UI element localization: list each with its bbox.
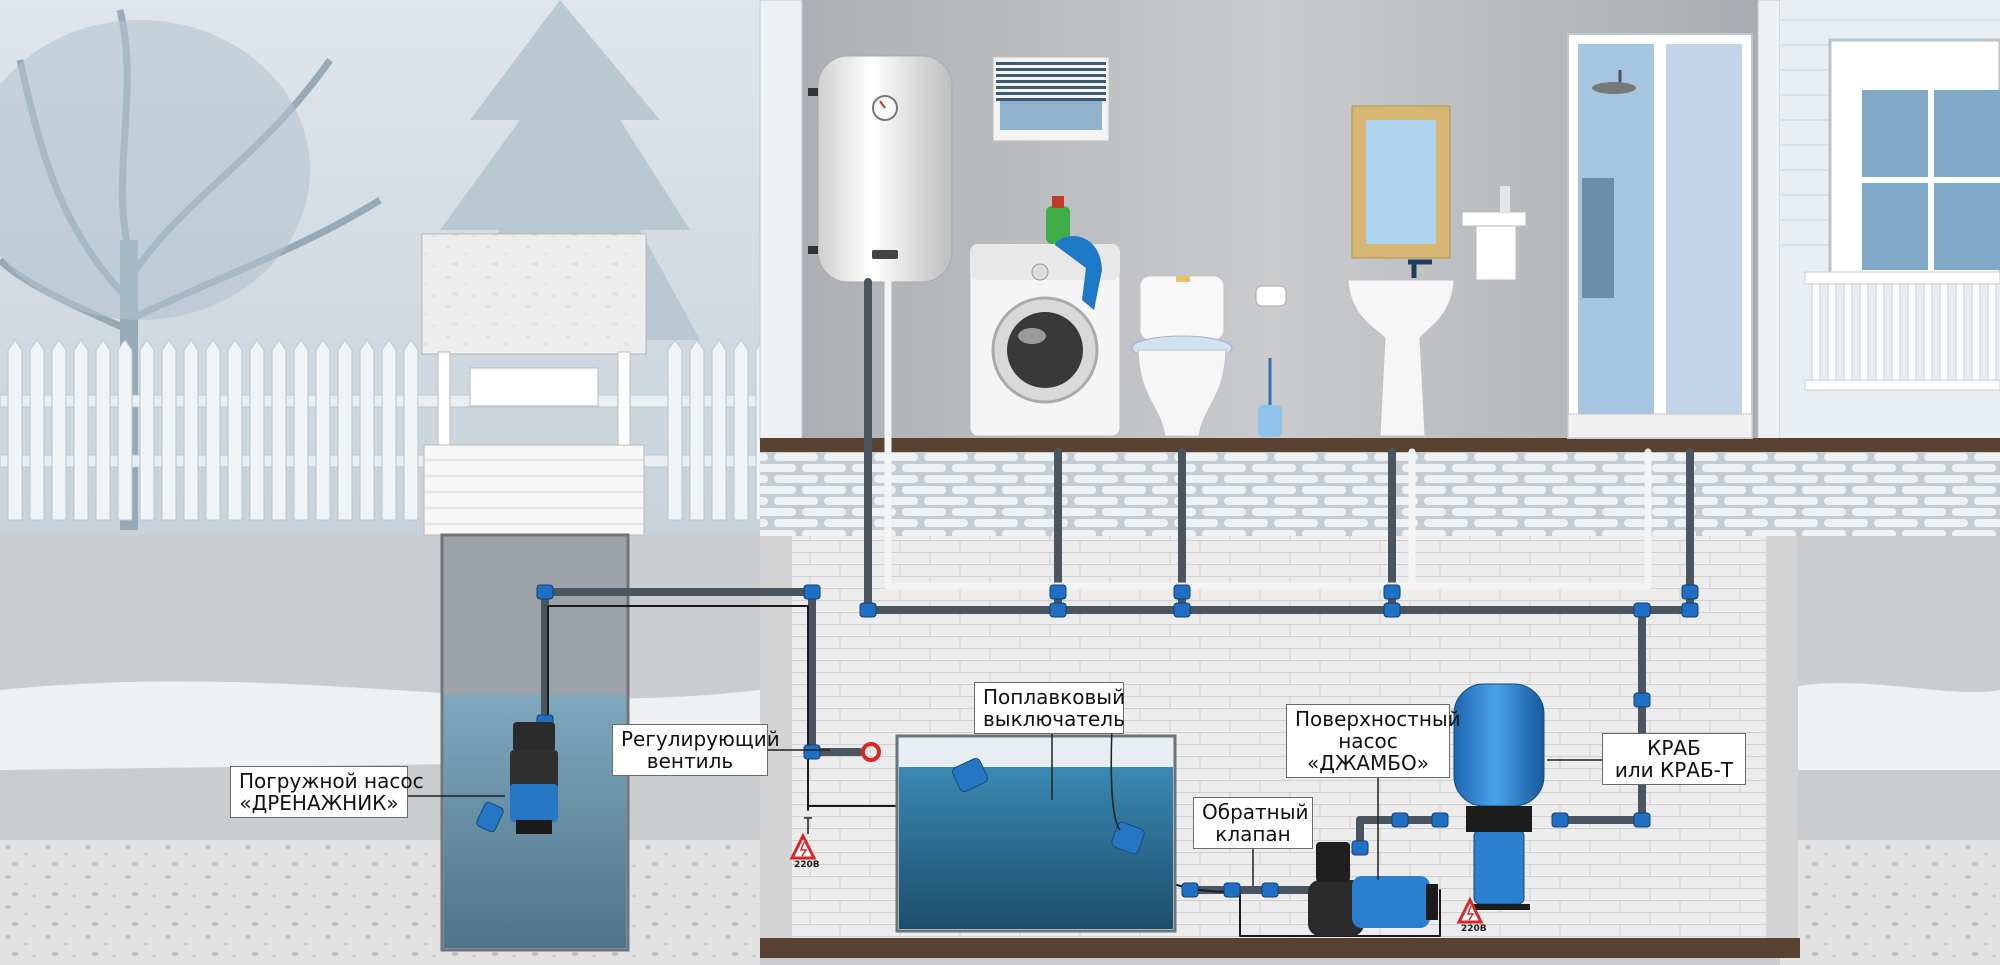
warning-icon [789,817,817,860]
floor-slab [760,438,2000,452]
shower-icon [1567,33,1753,439]
accumulator-tank-icon [1453,683,1545,910]
tank-label: КРАБ или КРАБ-Т [1602,733,1746,785]
water-heater-icon [808,55,953,283]
surface-pump-label: Поверхностный насос «ДЖАМБО» [1286,704,1461,778]
toilet-icon [1131,275,1233,437]
fence-pickets [7,339,771,521]
drain-pump-label: Погружной насос «ДРЕНАЖНИК» [230,766,424,818]
washing-machine-icon [969,196,1121,437]
label-leaders [408,727,1602,886]
drain-pump-icon [476,722,558,834]
valve-label: Регулирующий вентиль [612,724,780,776]
well-icon [421,233,647,536]
window-icon [992,56,1110,142]
toilet-paper-holder [1255,285,1287,307]
float-switch-icon [952,758,1145,855]
foundation-stone [760,452,2000,536]
voltage-label: 220В [1461,924,1487,934]
float-switch-label: Поплавковый выключатель [974,682,1125,734]
porch-railing [1804,271,2000,391]
surface-pump-icon [1308,842,1438,936]
window-icon [1828,38,2000,282]
pipe-fittings [536,584,1699,898]
check-valve-label: Обратный клапан [1193,797,1313,849]
voltage-label: 220В [794,860,820,870]
basement-floor [760,938,1800,958]
sink-icon [1347,105,1527,437]
toilet-brush [1258,358,1282,437]
water-storage-tank [895,734,1177,933]
warning-icon [1456,896,1484,924]
